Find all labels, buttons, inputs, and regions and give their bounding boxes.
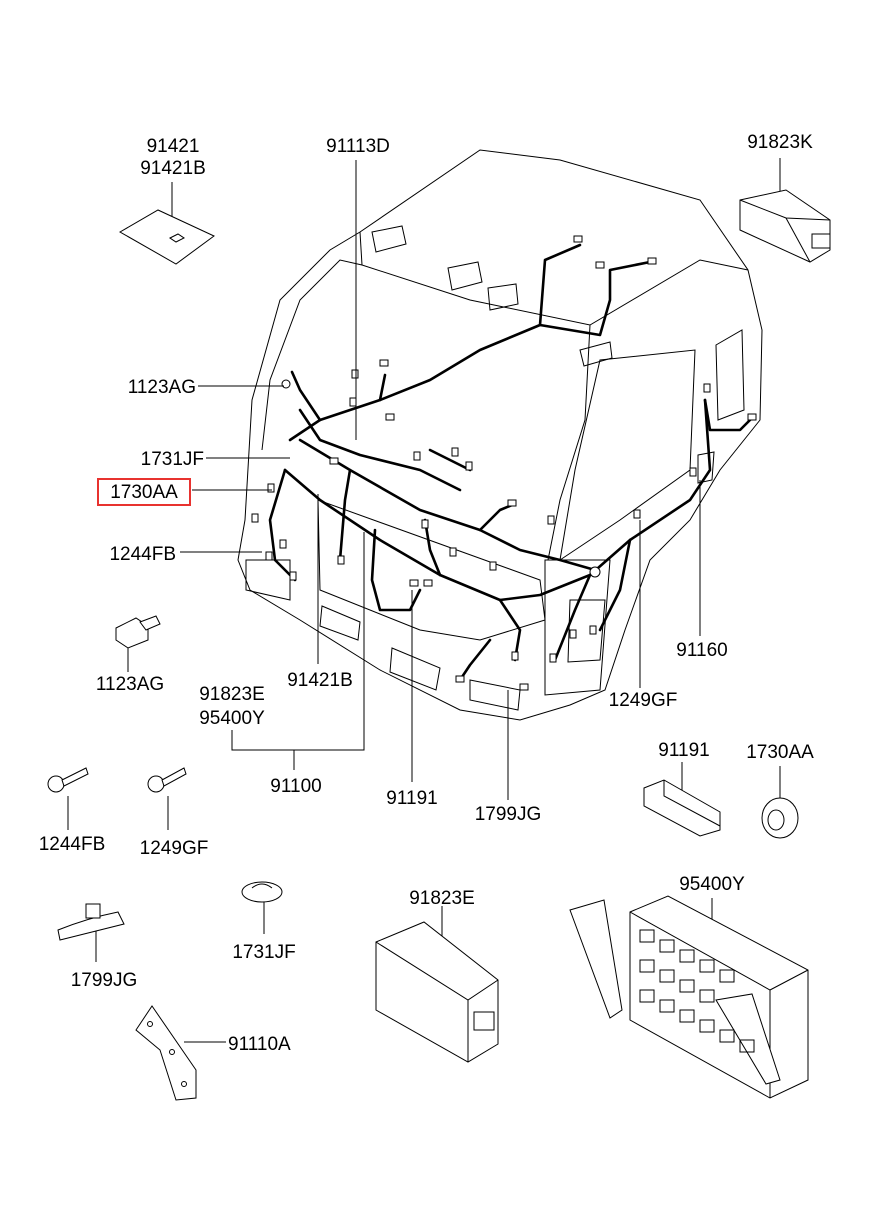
label-1244fb-bottom[interactable]: 1244FB xyxy=(39,834,106,855)
part-1244fb-screw-icon xyxy=(47,767,89,793)
highlighted-part-box xyxy=(97,478,191,506)
label-91823e-bottom[interactable]: 91823E xyxy=(409,888,475,909)
part-95400y-junction-block-icon xyxy=(569,895,809,1099)
part-1123ag-bolt-icon xyxy=(115,615,161,649)
label-91823e-mid[interactable]: 91823E xyxy=(199,684,265,705)
part-91421-pad-icon xyxy=(118,209,215,265)
label-1249gf-right[interactable]: 1249GF xyxy=(609,690,678,711)
part-1799jg-cable-tie-icon xyxy=(57,903,125,941)
label-1731jf-top[interactable]: 1731JF xyxy=(141,449,204,470)
label-91421b-top[interactable]: 91421B xyxy=(140,158,206,179)
junction-block-fuse-grid xyxy=(639,929,755,1053)
label-91421b-bottom[interactable]: 91421B xyxy=(287,670,353,691)
label-1730aa-left[interactable]: 1730AA xyxy=(110,482,178,503)
part-91191-tube-icon xyxy=(643,779,721,837)
label-95400y-mid[interactable]: 95400Y xyxy=(199,708,265,729)
label-91191-mid[interactable]: 91191 xyxy=(386,788,437,809)
part-1249gf-screw-icon xyxy=(147,767,187,793)
label-91110a[interactable]: 91110A xyxy=(228,1034,291,1055)
label-95400y-bottom[interactable]: 95400Y xyxy=(679,874,745,895)
main-wire-harness xyxy=(251,235,757,691)
label-1123ag-bottom[interactable]: 1123AG xyxy=(96,674,164,695)
label-1244fb-top[interactable]: 1244FB xyxy=(109,544,176,565)
part-labels: 91421 91421B 91113D 91823K 1123AG 1731JF… xyxy=(39,132,814,1055)
label-91100[interactable]: 91100 xyxy=(270,776,321,797)
part-91823k-module-icon xyxy=(739,189,831,263)
harness-connectors xyxy=(251,235,757,691)
label-91823k[interactable]: 91823K xyxy=(747,132,813,153)
part-91823e-box-icon xyxy=(375,921,499,1063)
label-91113d[interactable]: 91113D xyxy=(326,136,390,157)
part-1730aa-grommet-icon xyxy=(761,797,799,839)
label-1730aa-right[interactable]: 1730AA xyxy=(746,742,814,763)
label-1731jf-bottom[interactable]: 1731JF xyxy=(232,942,295,963)
label-1799jg-bottom[interactable]: 1799JG xyxy=(71,970,138,991)
label-1799jg-mid[interactable]: 1799JG xyxy=(475,804,542,825)
label-1249gf-bottom[interactable]: 1249GF xyxy=(140,838,209,859)
part-91110a-bracket-icon xyxy=(135,1005,197,1101)
label-91191-right[interactable]: 91191 xyxy=(658,740,709,761)
label-1123ag-top[interactable]: 1123AG xyxy=(128,377,196,398)
part-1731jf-clip-icon xyxy=(241,881,283,903)
truck-cab-outline xyxy=(237,149,763,721)
label-91160[interactable]: 91160 xyxy=(676,640,727,661)
label-91421[interactable]: 91421 xyxy=(147,136,200,157)
